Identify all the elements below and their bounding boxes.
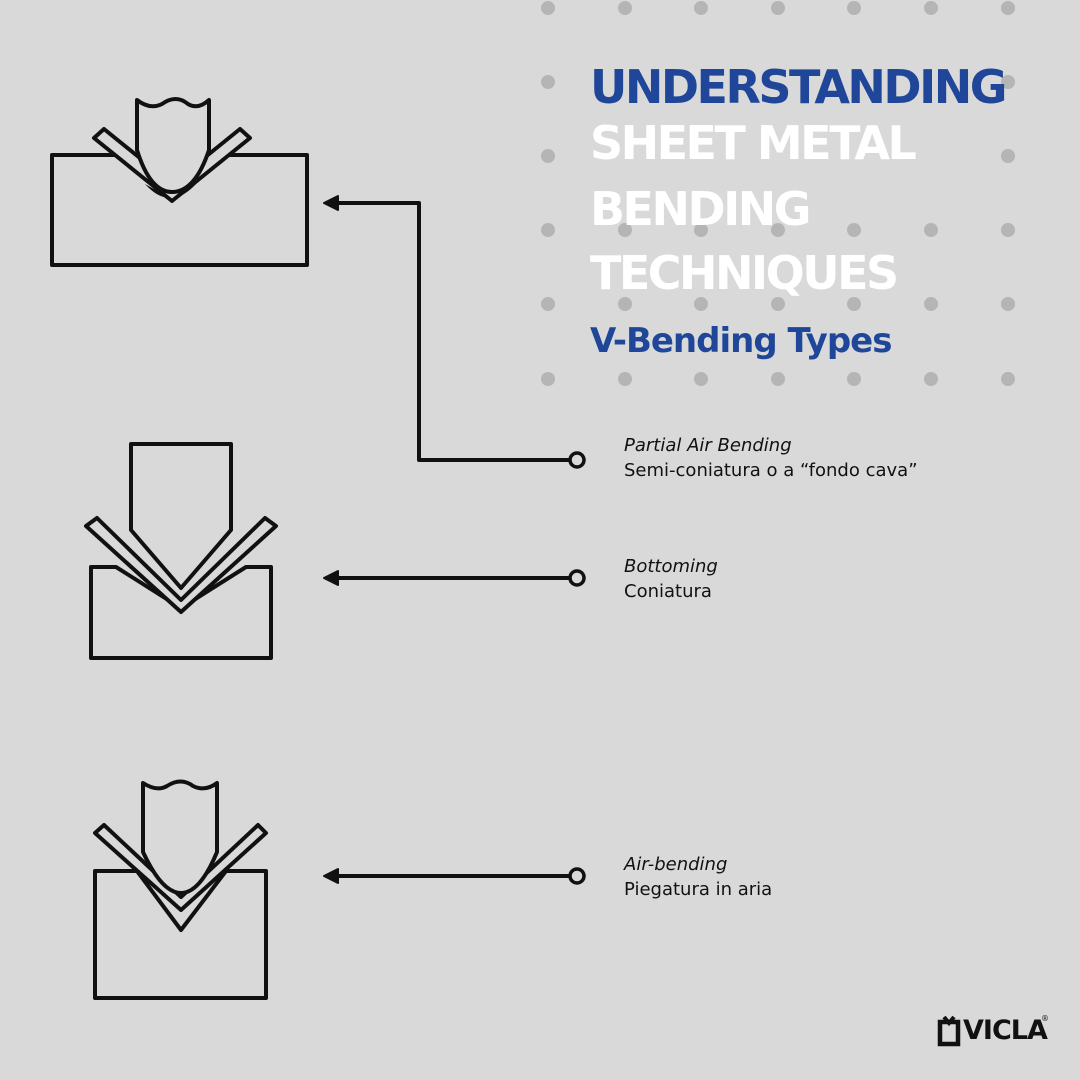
subtitle: V-Bending Types xyxy=(590,321,892,361)
decorative-dot xyxy=(847,297,861,311)
dot-pattern xyxy=(541,1,1015,386)
decorative-dot xyxy=(771,1,785,15)
vicla-logo-icon xyxy=(937,1015,961,1047)
decorative-dot xyxy=(541,75,555,89)
connector-bottoming xyxy=(323,569,586,587)
decorative-dot xyxy=(924,223,938,237)
decorative-dot xyxy=(541,223,555,237)
title-line-2: SHEET METAL xyxy=(590,116,917,170)
decorative-dot xyxy=(771,372,785,386)
technique-name-it: Coniatura xyxy=(624,581,712,602)
decorative-dot xyxy=(847,372,861,386)
decorative-dot xyxy=(924,297,938,311)
decorative-dot xyxy=(694,297,708,311)
vicla-logo-text: VICLA xyxy=(963,1015,1048,1046)
decorative-dot xyxy=(694,372,708,386)
decorative-dot xyxy=(618,297,632,311)
decorative-dot xyxy=(1001,1,1015,15)
air-bending-illustration xyxy=(93,779,268,1000)
decorative-dot xyxy=(1001,372,1015,386)
decorative-dot xyxy=(924,1,938,15)
title-line-1: UNDERSTANDING xyxy=(590,60,1007,114)
decorative-dot xyxy=(618,372,632,386)
decorative-dot xyxy=(771,297,785,311)
decorative-dot xyxy=(1001,223,1015,237)
title-line-3: BENDING xyxy=(590,182,812,236)
title-line-4: TECHNIQUES xyxy=(590,246,899,300)
decorative-dot xyxy=(1001,297,1015,311)
technique-name-it: Piegatura in aria xyxy=(624,879,773,900)
decorative-dot xyxy=(771,223,785,237)
decorative-dot xyxy=(541,372,555,386)
decorative-dot xyxy=(541,297,555,311)
label-partial-air-bending: Partial Air Bending Semi-coniatura o a “… xyxy=(624,433,918,483)
decorative-dot xyxy=(618,1,632,15)
decorative-dot xyxy=(694,223,708,237)
technique-name-it: Semi-coniatura o a “fondo cava” xyxy=(624,460,918,481)
bottoming-illustration xyxy=(84,442,278,660)
partial-air-bending-illustration xyxy=(50,97,309,267)
registered-mark: ® xyxy=(1041,1014,1049,1023)
decorative-dot xyxy=(1001,149,1015,163)
connector-air-bending xyxy=(323,867,586,885)
technique-name-en: Bottoming xyxy=(624,556,718,577)
decorative-dot xyxy=(541,1,555,15)
decorative-dot xyxy=(847,223,861,237)
decorative-dot xyxy=(541,149,555,163)
connector-partial-air-bending xyxy=(323,195,586,469)
label-air-bending: Air-bending Piegatura in aria xyxy=(624,852,772,902)
decorative-dot xyxy=(694,1,708,15)
label-bottoming: Bottoming Coniatura xyxy=(624,554,718,604)
decorative-dot xyxy=(847,1,861,15)
technique-name-en: Air-bending xyxy=(624,854,728,875)
technique-name-en: Partial Air Bending xyxy=(624,435,792,456)
decorative-dot xyxy=(1001,75,1015,89)
decorative-dot xyxy=(924,372,938,386)
decorative-dot xyxy=(618,223,632,237)
